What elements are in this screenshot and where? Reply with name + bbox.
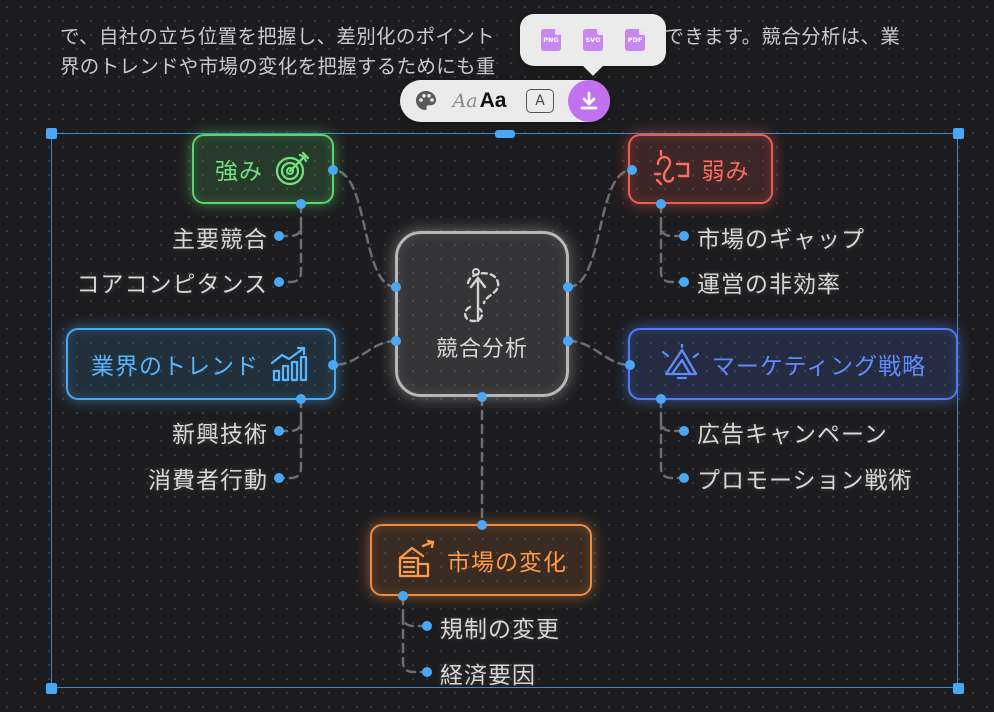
resize-handle-top-right[interactable] <box>953 128 964 139</box>
connector-dot[interactable] <box>679 231 689 241</box>
node-weaknesses[interactable]: 弱み <box>628 134 773 204</box>
connector-dot[interactable] <box>274 473 284 483</box>
description-paragraph: で、自社の立ち位置を把握し、差別化のポイントとができます。競合分析は、業 界のト… <box>60 0 960 82</box>
leaf-market-gap[interactable]: 市場のギャップ <box>697 227 865 253</box>
export-png-button[interactable]: PNG <box>541 29 561 51</box>
link-marketing <box>566 339 632 367</box>
connector-dot[interactable] <box>679 473 689 483</box>
megaphone-icon <box>661 344 700 380</box>
connector-dot[interactable] <box>563 282 573 292</box>
center-node-label: 競合分析 <box>435 337 528 362</box>
download-icon-wrap <box>568 80 610 122</box>
connector-dot[interactable] <box>296 394 306 404</box>
question-arrow-icon <box>463 268 500 323</box>
link-weaknesses <box>566 168 634 289</box>
selection-frame[interactable] <box>51 133 958 688</box>
leaf-main-competitors[interactable]: 主要競合 <box>172 227 268 253</box>
node-weaknesses-label: 弱み <box>701 159 750 185</box>
chart-trend-icon <box>270 346 308 382</box>
connector-dot[interactable] <box>477 520 487 530</box>
node-strengths-label: 強み <box>215 159 263 185</box>
leaf-regulation-change[interactable]: 規制の変更 <box>440 617 560 643</box>
connector-dot[interactable] <box>477 392 487 402</box>
node-marketing-label: マーケティング戦略 <box>711 354 927 380</box>
floating-toolbar: Aa Aa A <box>400 80 610 122</box>
link-strengths <box>331 168 398 289</box>
resize-handle-top-left[interactable] <box>46 128 57 139</box>
connector-dot[interactable] <box>274 426 284 436</box>
connector-dot[interactable] <box>422 621 432 631</box>
target-icon <box>275 151 310 186</box>
broken-link-icon <box>653 150 689 186</box>
color-palette-button[interactable] <box>408 80 444 122</box>
download-icon <box>580 91 598 110</box>
node-strengths[interactable]: 強み <box>192 134 334 204</box>
connector-dot[interactable] <box>656 199 666 209</box>
connector-dot[interactable] <box>296 199 306 209</box>
connector-dot[interactable] <box>563 336 573 346</box>
node-market-change[interactable]: 市場の変化 <box>370 524 592 596</box>
leaf-promotion-tactics[interactable]: プロモーション戦術 <box>697 468 913 494</box>
download-button[interactable] <box>568 80 610 122</box>
connector-dot[interactable] <box>274 277 284 287</box>
font-style-bold-button[interactable]: Aa <box>479 89 507 112</box>
paragraph-line-2: で、自社の立ち位置を把握し、差別化のポイントとができます。競合分析は、業 <box>60 25 901 48</box>
leaf-economic-factors[interactable]: 経済要因 <box>440 663 536 689</box>
connector-dot[interactable] <box>398 591 408 601</box>
link-trends <box>331 339 398 367</box>
node-marketing-strategy[interactable]: マーケティング戦略 <box>628 328 958 400</box>
connector-dot[interactable] <box>679 277 689 287</box>
resize-handle-bottom-right[interactable] <box>953 683 964 694</box>
connector-dot[interactable] <box>328 165 338 175</box>
leaf-ad-campaign[interactable]: 広告キャンペーン <box>697 422 888 448</box>
node-trends-label: 業界のトレンド <box>91 354 259 380</box>
font-style-italic-button[interactable]: Aa <box>452 90 478 112</box>
leaf-operational-inefficiency[interactable]: 運営の非効率 <box>697 272 841 298</box>
export-format-menu: PNG SVG PDF <box>520 14 666 66</box>
resize-handle-top[interactable] <box>495 130 515 138</box>
connector-dot[interactable] <box>679 426 689 436</box>
node-market-change-label: 市場の変化 <box>447 550 567 576</box>
export-pdf-button[interactable]: PDF <box>625 29 645 51</box>
leaf-consumer-behavior[interactable]: 消費者行動 <box>148 468 268 494</box>
connector-dot[interactable] <box>274 231 284 241</box>
connector-dot[interactable] <box>627 165 637 175</box>
building-icon <box>398 540 435 578</box>
connector-dot[interactable] <box>625 360 635 370</box>
connector-dot[interactable] <box>328 360 338 370</box>
paragraph-line-3: 界のトレンドや市場の変化を把握するためにも重 <box>60 55 496 78</box>
export-svg-button[interactable]: SVG <box>583 29 603 51</box>
leaf-core-competence[interactable]: コアコンピタンス <box>76 272 268 298</box>
leaf-emerging-tech[interactable]: 新興技術 <box>172 422 268 448</box>
palette-icon <box>416 91 436 110</box>
connector-dot[interactable] <box>391 282 401 292</box>
text-box-button[interactable]: A <box>524 80 556 122</box>
node-industry-trends[interactable]: 業界のトレンド <box>66 328 336 400</box>
connector-dot[interactable] <box>656 394 666 404</box>
resize-handle-bottom-left[interactable] <box>46 683 57 694</box>
center-node[interactable]: 競合分析 <box>395 231 569 397</box>
connector-dot[interactable] <box>391 336 401 346</box>
connector-dot[interactable] <box>422 667 432 677</box>
